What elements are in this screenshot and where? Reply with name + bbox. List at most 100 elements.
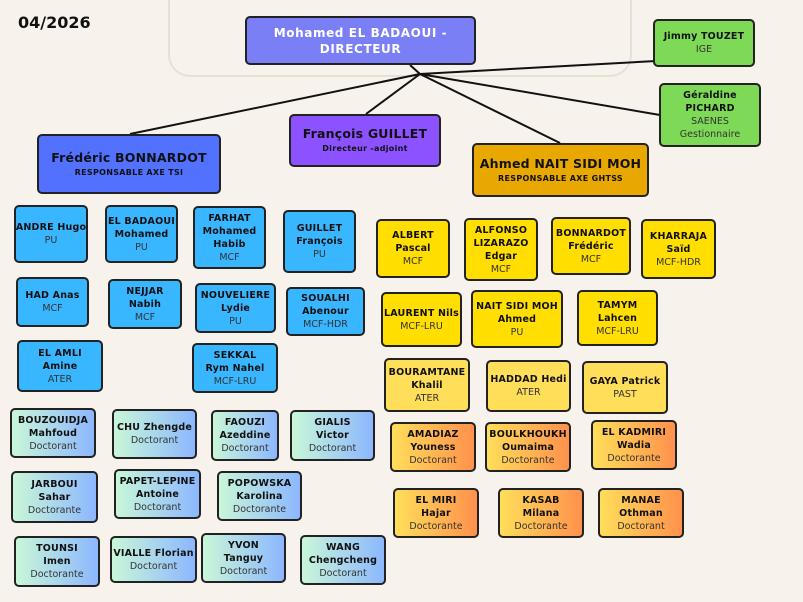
person-role: Doctorant	[219, 565, 268, 577]
person-role: MCF	[490, 263, 512, 275]
person-name: ALBERT	[392, 230, 434, 241]
person-role: Doctorante	[30, 569, 84, 580]
person-role: PU	[44, 235, 58, 246]
person-name: Azeddine	[219, 430, 271, 441]
person-name: Frédéric BONNARDOT	[51, 149, 207, 165]
person-role: SAENES Gestionnaire	[679, 116, 741, 140]
person-role: Doctorante	[607, 452, 661, 464]
person-role: PU	[313, 249, 326, 260]
person-role: MCF	[134, 311, 156, 323]
leaders-card: François GUILLET Directeur -adjoint	[289, 114, 441, 167]
person-role: PU	[135, 241, 148, 253]
person-role: Doctorant	[319, 567, 367, 579]
person-name: PAPET-LEPINE	[119, 475, 196, 487]
person-role: Doctorant	[617, 520, 665, 532]
person-name: Youness	[410, 441, 456, 453]
person-name: POPOWSKA	[227, 477, 292, 489]
person-name: Chengcheng	[308, 554, 378, 566]
person-name: Amine	[42, 360, 78, 372]
person-name: Sahar	[38, 491, 71, 503]
person-name: Milana	[522, 507, 560, 519]
person-role: Directeur -adjoint	[322, 144, 408, 153]
person-role: Doctorante	[409, 520, 463, 532]
person-name: DIRECTEUR	[319, 41, 402, 56]
person-name: BOULKHOUKH	[489, 428, 567, 440]
director-frame	[168, 0, 632, 77]
person-name: BOUZOUIDJA	[17, 414, 89, 426]
person-name: Mohamed	[114, 228, 169, 240]
person-role: PAST	[613, 388, 637, 400]
person-name: Edgar	[484, 250, 518, 262]
person-role: MCF-LRU	[596, 325, 639, 337]
person-role: Doctorant	[29, 440, 77, 452]
person-name: CHU Zhengde	[116, 422, 193, 433]
person-role: PU	[229, 315, 242, 327]
person-name: ANDRE Hugo	[15, 222, 87, 233]
person-name: Géraldine	[683, 90, 737, 101]
person-role: Doctorant	[129, 560, 178, 572]
person-name: Frédéric	[568, 240, 614, 252]
person-name: EL AMLI	[38, 347, 82, 359]
person-role: MCF	[219, 251, 240, 263]
person-name: Oumaima	[501, 441, 555, 453]
person-name: TAMYM	[597, 299, 638, 311]
person-name: Othman	[619, 507, 663, 519]
person-name: Ahmed	[497, 313, 537, 325]
person-role: Doctorante	[501, 454, 555, 466]
person-name: Mohamed EL BADAOUI -	[273, 25, 448, 40]
person-name: GAYA Patrick	[589, 375, 661, 387]
person-name: GIALIS	[314, 417, 351, 428]
person-name: Lahcen	[597, 312, 638, 324]
person-name: Pascal	[395, 243, 431, 254]
connector-ghtss	[419, 73, 561, 144]
person-role: Doctorant	[221, 443, 269, 454]
person-name: Abenour	[302, 306, 349, 317]
person-name: Hajar	[421, 507, 451, 519]
person-name: Wadia	[616, 439, 652, 451]
person-role: Doctorant	[133, 501, 182, 513]
person-role: MCF-HDR	[303, 319, 348, 330]
person-name: LIZARAZO	[473, 237, 529, 249]
person-role: Doctorant	[308, 443, 357, 454]
person-name: Tanguy	[223, 552, 264, 564]
person-name: VIALLE Florian	[113, 547, 194, 559]
person-role: Doctorante	[232, 503, 287, 515]
connector-gestionnaire	[419, 73, 661, 116]
person-role: ATER	[414, 392, 440, 404]
person-name: GUILLET	[296, 223, 343, 234]
person-name: Mohamed	[202, 225, 257, 237]
person-name: Jimmy TOUZET	[663, 31, 745, 42]
person-name: Lydie	[220, 302, 251, 314]
person-name: Antoine	[135, 488, 180, 500]
person-name: PICHARD	[685, 103, 735, 114]
person-name: Imen	[43, 556, 71, 567]
person-name: AMADIAZ	[407, 428, 459, 440]
person-name: EL BADAOUI	[107, 215, 175, 227]
person-name: François	[296, 236, 343, 247]
person-role: RESPONSABLE AXE GHTSS	[498, 173, 623, 183]
person-name: François GUILLET	[302, 126, 428, 141]
person-role: Doctorant	[130, 435, 179, 446]
person-name: NEJJAR	[126, 285, 164, 297]
person-name: Khalil	[411, 379, 443, 391]
person-role: ATER	[47, 373, 73, 385]
